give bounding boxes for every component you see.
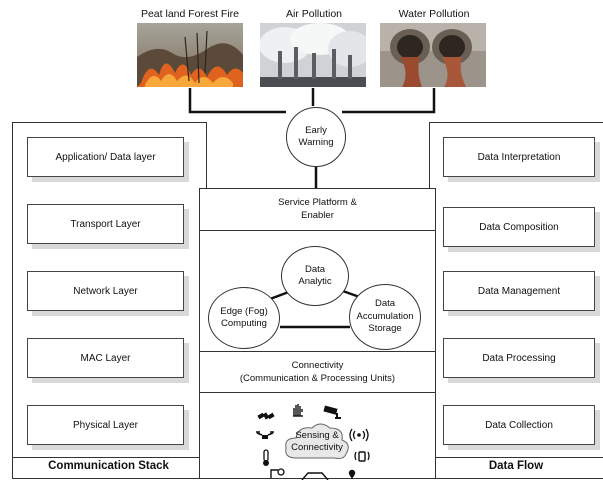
application-data-layer: Application/ Data layer xyxy=(27,137,184,177)
cctv-camera-icon xyxy=(322,405,342,422)
data-composition-stage: Data Composition xyxy=(443,207,595,247)
data-interpretation-stage: Data Interpretation xyxy=(443,137,595,177)
caption-water-pollution: Water Pollution xyxy=(398,8,470,20)
location-pin-icon xyxy=(347,467,357,482)
data-processing-stage: Data Processing xyxy=(443,338,595,378)
data-storage-node: Data Accumulation Storage xyxy=(349,284,421,350)
wireless-device-icon xyxy=(353,449,371,466)
hand-sensor-icon xyxy=(290,402,306,421)
air-pollution-photo xyxy=(260,23,366,87)
wireless-signal-icon xyxy=(349,428,369,445)
forest-fire-photo xyxy=(137,23,243,87)
physical-layer: Physical Layer xyxy=(27,405,184,445)
edge-computing-node: Edge (Fog) Computing xyxy=(208,287,280,349)
drone-icon xyxy=(256,430,274,447)
satellite-icon xyxy=(257,408,275,427)
data-management-stage: Data Management xyxy=(443,271,595,311)
edge-computing-label: Edge (Fog) Computing xyxy=(220,305,268,329)
water-pollution-photo xyxy=(380,23,486,87)
thermometer-icon xyxy=(260,449,272,470)
mac-layer: MAC Layer xyxy=(27,338,184,378)
data-collection-stage: Data Collection xyxy=(443,405,595,445)
data-flow-title: Data Flow xyxy=(488,460,544,472)
service-platform-label: Service Platform & Enabler xyxy=(278,197,357,221)
data-flow-divider xyxy=(429,457,603,458)
transport-layer: Transport Layer xyxy=(27,204,184,244)
early-warning-node: Early Warning xyxy=(286,107,346,167)
caption-air-pollution: Air Pollution xyxy=(285,8,343,20)
communication-stack-title: Communication Stack xyxy=(48,460,169,472)
connectivity-label: Connectivity (Communication & Processing… xyxy=(239,359,396,384)
data-storage-label: Data Accumulation Storage xyxy=(356,298,414,335)
router-icon xyxy=(300,468,330,483)
communication-stack-divider xyxy=(12,457,205,458)
sensor-device-icon xyxy=(270,466,286,481)
connectivity-band: Connectivity (Communication & Processing… xyxy=(199,351,436,394)
early-warning-label: Early Warning xyxy=(298,124,334,148)
network-layer: Network Layer xyxy=(27,271,184,311)
data-analytic-node: Data Analytic xyxy=(281,246,349,306)
sensing-cloud: Sensing & Connectivity xyxy=(282,418,352,464)
sensing-label: Sensing & Connectivity xyxy=(291,430,343,453)
data-analytic-label: Data Analytic xyxy=(298,263,332,287)
caption-forest-fire: Peat land Forest Fire xyxy=(140,8,240,20)
